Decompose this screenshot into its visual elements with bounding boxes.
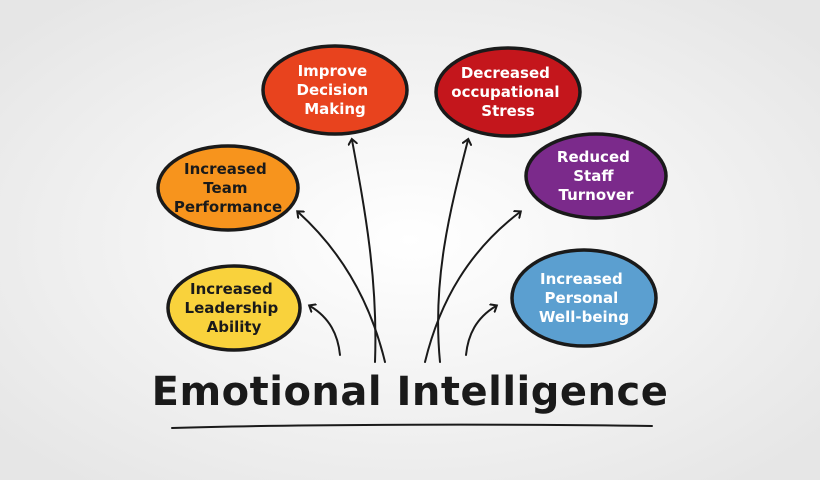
svg-text:Increased Team: Increased Team Performance xyxy=(174,160,282,216)
node-decreased-occupational-stress: Decreased occupational Stress xyxy=(434,46,582,138)
node-label-line: Turnover xyxy=(559,186,635,204)
node-increased-personal-well-being: Increased Personal Well-being xyxy=(510,248,658,348)
node-improve-decision-making: Improve Decision Making xyxy=(261,44,409,136)
node-increased-team-performance: Increased Team Performance xyxy=(156,144,300,232)
node-label-line: occupational xyxy=(451,83,559,101)
svg-text:Increased Personal: Increased Personal Well-being xyxy=(539,270,629,326)
arrow-to-increased-leadership-ability xyxy=(310,306,341,356)
node-label-line: Increased xyxy=(190,280,273,298)
arrow-to-increased-personal-well-being xyxy=(465,306,496,356)
node-reduced-staff-turnover-shape xyxy=(524,132,668,220)
node-increased-team-performance-shape xyxy=(156,144,300,232)
title-underline xyxy=(171,423,653,429)
node-increased-personal-well-being-shape xyxy=(510,248,658,348)
node-label-line: Increased xyxy=(540,270,623,288)
node-decreased-occupational-stress-shape xyxy=(434,46,582,138)
node-label-line: Leadership xyxy=(185,299,279,317)
arrow-to-reduced-staff-turnover xyxy=(424,212,520,363)
svg-text:Decreased occupational: Decreased occupational Stress xyxy=(451,64,564,120)
arrow-to-increased-team-performance xyxy=(298,212,386,363)
node-label-line: Increased xyxy=(184,160,267,178)
node-label-line: Performance xyxy=(174,198,282,216)
svg-text:Increased Leadership: Increased Leadership Ability xyxy=(185,280,284,336)
node-increased-leadership-ability-shape xyxy=(166,264,302,352)
node-label-line: Stress xyxy=(481,102,534,120)
node-reduced-staff-turnover: Reduced Staff Turnover xyxy=(524,132,668,220)
node-improve-decision-making-shape xyxy=(261,44,409,136)
arrow-to-improve-decision-making xyxy=(352,140,377,363)
node-label-line: Decision xyxy=(297,81,369,99)
node-label-line: Personal xyxy=(545,289,619,307)
node-label-line: Well-being xyxy=(539,308,629,326)
arrow-to-decreased-occupational-stress xyxy=(437,140,468,363)
svg-text:Reduced Staff: Reduced Staff Turnover xyxy=(557,148,635,204)
arrows xyxy=(298,140,520,363)
node-label-line: Team xyxy=(203,179,247,197)
node-label-line: Improve xyxy=(298,62,368,80)
node-increased-leadership-ability: Increased Leadership Ability xyxy=(166,264,302,352)
node-label-line: Staff xyxy=(573,167,614,185)
diagram-title: Emotional Intelligence xyxy=(152,369,669,415)
node-label-line: Decreased xyxy=(461,64,550,82)
svg-text:Improve Decision: Improve Decision Making xyxy=(297,62,374,118)
node-label-line: Reduced xyxy=(557,148,630,166)
node-label-line: Ability xyxy=(207,318,262,336)
node-label-line: Making xyxy=(304,100,366,118)
